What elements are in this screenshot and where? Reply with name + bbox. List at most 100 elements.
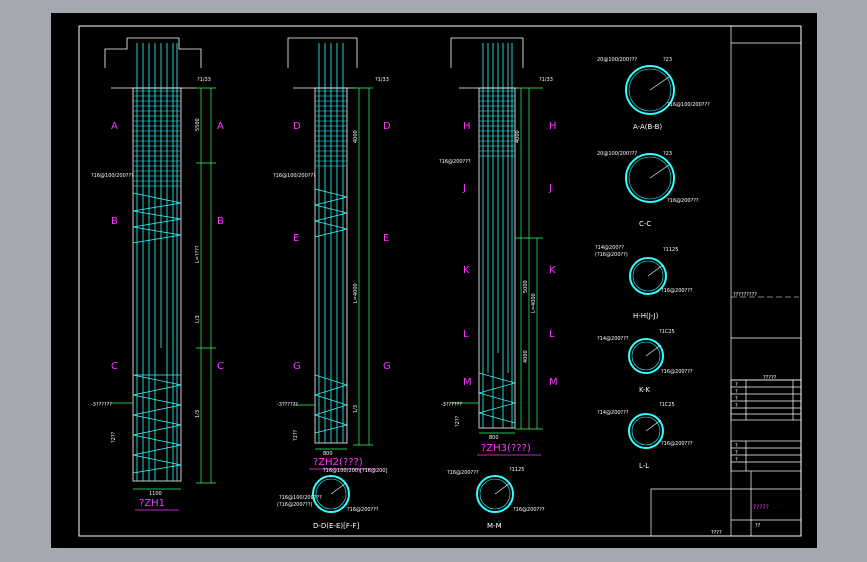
dimension-label: L/3 bbox=[195, 315, 201, 323]
table-row-label: ? bbox=[735, 443, 738, 449]
section-note: ?16@100/200??? bbox=[279, 495, 322, 501]
footer-right: ?? bbox=[755, 523, 761, 529]
bottom-width-label: 800 bbox=[323, 451, 333, 457]
section-note: ?14@200?? bbox=[595, 245, 624, 251]
pile-title: ?ZH2(???) bbox=[313, 457, 363, 468]
pile-title: ?ZH1 bbox=[139, 498, 165, 509]
pile-body bbox=[132, 87, 182, 482]
table-row-label: ? bbox=[735, 389, 738, 395]
longitudinal-bars bbox=[136, 43, 178, 481]
section-note: ?14@200??? bbox=[597, 336, 629, 342]
table-row-label: ? bbox=[735, 382, 738, 388]
section-m-m: ?16@200??? ?1125 ?16@200??? M-M bbox=[447, 467, 545, 530]
section-mark-left: G bbox=[293, 361, 301, 372]
dimension-label: 5000 bbox=[523, 280, 529, 293]
section-note: ?16@200??? bbox=[667, 198, 699, 204]
table-row-label: ? bbox=[735, 450, 738, 456]
section-c-c: 20@100/200??? ?23 ?16@200??? C-C bbox=[597, 151, 699, 228]
section-mark-left: C bbox=[111, 361, 118, 372]
pile-dimension-lines bbox=[293, 87, 373, 450]
dimension-label: L=4000 bbox=[353, 283, 359, 303]
section-note: 20@100/200??? bbox=[597, 151, 637, 157]
section-mark-right: J bbox=[548, 183, 552, 194]
section-tag: ?1125 bbox=[663, 247, 678, 253]
section-a-a: 20@100/200??? ?23 ?16@100/200??? A-A(B-B… bbox=[597, 57, 710, 131]
anchor-label: ?1/33 bbox=[375, 77, 389, 83]
anchor-label: ?1/33 bbox=[539, 77, 553, 83]
section-d-d: ?16@100(200)[?16@200] ?16@100/200??? (?1… bbox=[277, 468, 388, 530]
dimension-label: 1/3 bbox=[353, 405, 359, 413]
rebar-note: ?16@100/200??? bbox=[91, 173, 134, 179]
pile-zh2: D D E E G G ?16@100/200??? -3?????? 800 … bbox=[273, 37, 391, 470]
drawing-sheet: A A B B C C ?16@100/200??? -3?????? 1100… bbox=[51, 13, 817, 548]
bottom-width-label: 800 bbox=[489, 435, 499, 441]
side-text: ?2?? bbox=[293, 430, 299, 441]
side-text: ?2?? bbox=[455, 416, 461, 427]
section-mark-right: G bbox=[383, 361, 391, 372]
section-h-h: ?14@200?? (?16@200??) ?1125 ?16@200??? H… bbox=[595, 245, 693, 320]
spiral-stirrups-upper bbox=[132, 192, 182, 244]
drawing-frame bbox=[78, 25, 802, 537]
section-note: ?16@200??? bbox=[661, 288, 693, 294]
dimension-label: 4000 bbox=[353, 130, 359, 143]
longitudinal-bars bbox=[482, 43, 513, 428]
pile-dimension-lines bbox=[451, 87, 543, 434]
section-mark-left: J bbox=[462, 183, 466, 194]
section-note: ?16@100(200)[?16@200] bbox=[323, 468, 388, 474]
section-mark-left: H bbox=[463, 121, 471, 132]
section-mark-right: K bbox=[549, 265, 556, 276]
dimension-label: 1/3 bbox=[195, 410, 201, 418]
side-text: ?2?? bbox=[111, 432, 117, 443]
section-mark-left: A bbox=[111, 121, 118, 132]
section-mark-right: H bbox=[549, 121, 557, 132]
pile-zh3: H H J J K K L L M M ?16@200??? -3?????? … bbox=[439, 37, 558, 456]
section-mark-right: L bbox=[549, 329, 555, 340]
section-tag: ?23 bbox=[663, 57, 672, 63]
rebar-note: ?16@200??? bbox=[439, 159, 471, 165]
rebar-note: ?16@100/200??? bbox=[273, 173, 316, 179]
section-label: K-K bbox=[639, 386, 650, 394]
table-row-label: ? bbox=[735, 396, 738, 402]
title-block bbox=[650, 26, 802, 536]
section-mark-left: M bbox=[463, 377, 472, 388]
dense-stirrups bbox=[315, 90, 347, 167]
section-note: ?16@200??? bbox=[513, 507, 545, 513]
section-tag: ?1125 bbox=[509, 467, 524, 473]
pile-cap-outline bbox=[287, 37, 358, 68]
section-label: D-D(E-E)[F-F] bbox=[313, 522, 359, 530]
section-label: A-A(B-B) bbox=[633, 123, 662, 131]
pile-title: ?ZH3(???) bbox=[481, 443, 531, 454]
spiral-stirrups-lower bbox=[132, 374, 182, 474]
footer-left: ???? bbox=[711, 530, 722, 536]
table-head: ????? bbox=[763, 375, 777, 381]
section-label: H-H(J-J) bbox=[633, 312, 659, 320]
section-note: ?16@200??? bbox=[347, 507, 379, 513]
dimension-label: L=???? bbox=[195, 245, 201, 263]
section-l-l: ?14@200??? ?1C25 ?16@200??? L-L bbox=[597, 402, 693, 470]
pile-body bbox=[478, 87, 516, 429]
section-mark-right: B bbox=[217, 216, 224, 227]
drawing-title: ????? bbox=[753, 504, 769, 511]
section-mark-left: D bbox=[293, 121, 301, 132]
section-note: 20@100/200??? bbox=[597, 57, 637, 63]
section-mark-left: K bbox=[463, 265, 470, 276]
pile-reinforcement-drawing: A A B B C C ?16@100/200??? -3?????? 1100… bbox=[78, 25, 802, 537]
spiral-stirrups-lower bbox=[477, 372, 517, 424]
section-mark-left: E bbox=[293, 233, 299, 244]
section-tag: ?23 bbox=[663, 151, 672, 157]
section-mark-left: B bbox=[111, 216, 118, 227]
dense-stirrups bbox=[133, 90, 181, 187]
section-note: (?16@200??) bbox=[595, 252, 628, 258]
anchor-label: ?1/33 bbox=[197, 77, 211, 83]
section-tag: ?1C25 bbox=[659, 329, 675, 335]
table-row-label: ? bbox=[735, 403, 738, 409]
section-note: ?14@200??? bbox=[597, 410, 629, 416]
section-mark-right: E bbox=[383, 233, 389, 244]
section-note: ?16@200??? bbox=[447, 470, 479, 476]
section-mark-right: D bbox=[383, 121, 391, 132]
longitudinal-bars bbox=[318, 43, 344, 443]
level-mark: -3?????? bbox=[91, 402, 112, 408]
section-note: (?16@200???) bbox=[277, 502, 312, 508]
dimension-label: 4000 bbox=[515, 130, 521, 143]
section-note: ?16@200??? bbox=[661, 369, 693, 375]
